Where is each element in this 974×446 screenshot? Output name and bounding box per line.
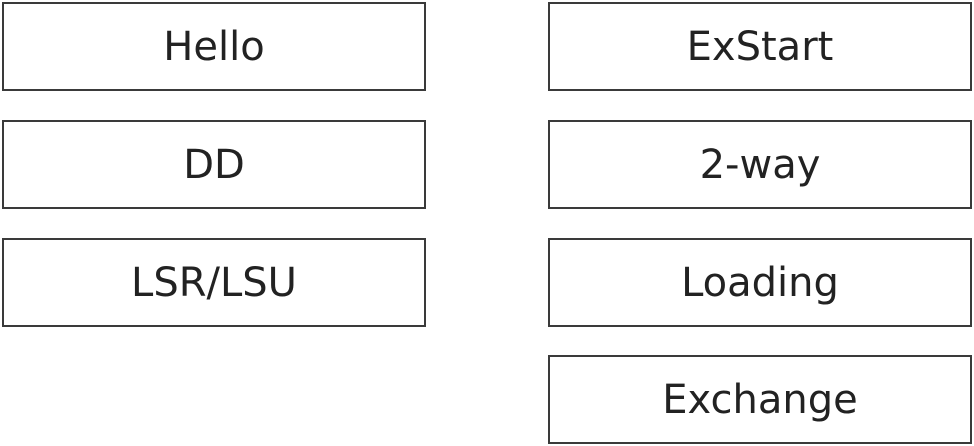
option-label: Loading bbox=[681, 259, 839, 306]
option-box-loading[interactable]: Loading bbox=[548, 238, 972, 327]
option-box-hello[interactable]: Hello bbox=[2, 2, 426, 91]
option-label: DD bbox=[183, 141, 245, 188]
option-box-exstart[interactable]: ExStart bbox=[548, 2, 972, 91]
option-label: LSR/LSU bbox=[131, 259, 297, 306]
option-label: 2-way bbox=[699, 141, 821, 188]
option-box-dd[interactable]: DD bbox=[2, 120, 426, 209]
option-label: ExStart bbox=[686, 23, 834, 70]
option-box-exchange[interactable]: Exchange bbox=[548, 355, 972, 444]
option-label: Exchange bbox=[662, 376, 858, 423]
option-label: Hello bbox=[163, 23, 265, 70]
option-box-2-way[interactable]: 2-way bbox=[548, 120, 972, 209]
option-box-lsr-lsu[interactable]: LSR/LSU bbox=[2, 238, 426, 327]
